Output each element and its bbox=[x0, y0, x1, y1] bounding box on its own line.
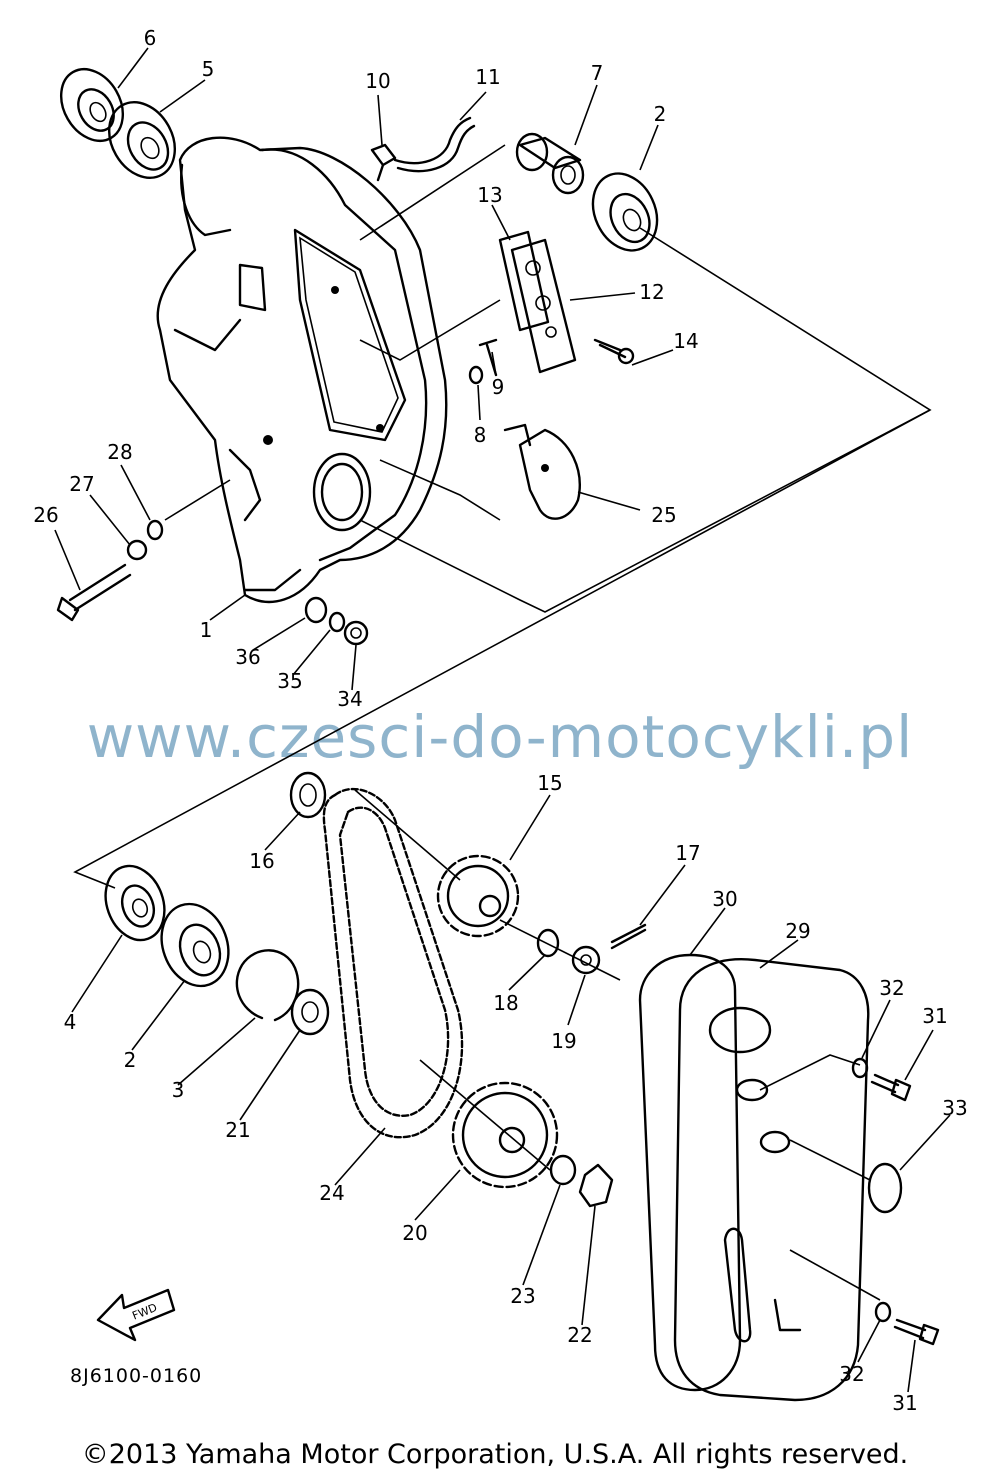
washer-part-28 bbox=[146, 519, 164, 541]
callout-5: 5 bbox=[202, 57, 215, 81]
callout-12: 12 bbox=[639, 280, 664, 304]
callout-1: 1 bbox=[200, 618, 213, 642]
bearing-part-6 bbox=[59, 68, 125, 142]
washer-part-35 bbox=[328, 611, 346, 633]
cotter-pin-part-17 bbox=[610, 923, 647, 950]
collar-part-7 bbox=[515, 132, 585, 195]
washer-part-8 bbox=[468, 365, 484, 385]
callout-13: 13 bbox=[477, 183, 502, 207]
washer-part-32-lower bbox=[874, 1301, 892, 1323]
hose-part-11 bbox=[393, 116, 476, 173]
callout-3: 3 bbox=[172, 1078, 185, 1102]
callout-35: 35 bbox=[277, 669, 302, 693]
copyright-notice: ©2013 Yamaha Motor Corporation, U.S.A. A… bbox=[82, 1439, 909, 1470]
callout-6: 6 bbox=[144, 26, 157, 50]
nut-part-19 bbox=[571, 945, 601, 975]
bearing-part-2-upper bbox=[591, 172, 659, 252]
callout-2-lower: 2 bbox=[124, 1048, 137, 1072]
callout-10: 10 bbox=[365, 69, 390, 93]
bearing-part-2-lower bbox=[160, 902, 230, 988]
callout-17: 17 bbox=[675, 841, 700, 865]
callout-7: 7 bbox=[591, 61, 604, 85]
plate-part-13 bbox=[498, 230, 550, 332]
assembly-lines-lower bbox=[73, 409, 931, 1301]
callout-21: 21 bbox=[225, 1118, 250, 1142]
bolt-part-26 bbox=[56, 563, 132, 622]
leader-lines bbox=[54, 47, 951, 1393]
washer-part-32-upper bbox=[851, 1057, 869, 1079]
callout-2-upper: 2 bbox=[654, 102, 667, 126]
bearing-part-4 bbox=[104, 864, 166, 942]
cap-part-33 bbox=[867, 1162, 903, 1214]
callout-19: 19 bbox=[551, 1029, 576, 1053]
collar-part-16 bbox=[289, 771, 327, 819]
bolt-part-31-lower bbox=[893, 1318, 940, 1346]
callout-32-upper: 32 bbox=[879, 976, 904, 1000]
callout-33: 33 bbox=[942, 1096, 967, 1120]
nut-part-27 bbox=[126, 539, 148, 561]
callout-27: 27 bbox=[69, 472, 94, 496]
callout-32-lower: 32 bbox=[839, 1362, 864, 1386]
callout-28: 28 bbox=[107, 440, 132, 464]
callout-25: 25 bbox=[651, 503, 676, 527]
gasket-part-30 bbox=[638, 953, 742, 1392]
sprocket-part-15 bbox=[436, 854, 520, 938]
washer-part-36 bbox=[304, 596, 328, 624]
nut-part-34 bbox=[343, 620, 369, 646]
drawing-code: 8J6100-0160 bbox=[70, 1365, 202, 1387]
callout-11: 11 bbox=[475, 65, 500, 89]
collar-part-21 bbox=[290, 988, 330, 1036]
callout-8: 8 bbox=[474, 423, 487, 447]
sprocket-part-20 bbox=[451, 1081, 559, 1189]
nut-part-22 bbox=[578, 1163, 614, 1208]
washer-part-23 bbox=[549, 1154, 577, 1186]
callout-15: 15 bbox=[537, 771, 562, 795]
callout-24: 24 bbox=[319, 1181, 344, 1205]
callout-30: 30 bbox=[712, 887, 737, 911]
cover-part-29 bbox=[673, 958, 870, 1402]
forward-direction-icon: FWD bbox=[96, 1288, 176, 1342]
callout-14: 14 bbox=[673, 329, 698, 353]
callout-36: 36 bbox=[235, 645, 260, 669]
callout-31-upper: 31 bbox=[922, 1004, 947, 1028]
callout-34: 34 bbox=[337, 687, 362, 711]
guide-part-25 bbox=[503, 423, 581, 520]
callout-29: 29 bbox=[785, 919, 810, 943]
callout-26: 26 bbox=[33, 503, 58, 527]
callout-22: 22 bbox=[567, 1323, 592, 1347]
plate-part-12 bbox=[510, 238, 577, 374]
watermark-text: www.czesci-do-motocykli.pl bbox=[87, 703, 914, 771]
circlip-part-3 bbox=[235, 949, 300, 1022]
callout-31-lower: 31 bbox=[892, 1391, 917, 1415]
callout-16: 16 bbox=[249, 849, 274, 873]
nipple-part-10 bbox=[370, 143, 397, 182]
drive-chain-part-24 bbox=[322, 787, 464, 1139]
chain-case-housing-part-1 bbox=[156, 136, 448, 604]
callout-labels: 6 5 10 11 7 2 13 12 14 9 8 25 28 27 26 1… bbox=[33, 26, 967, 1415]
washer-part-18 bbox=[536, 928, 560, 958]
callout-20: 20 bbox=[402, 1221, 427, 1245]
callout-4: 4 bbox=[64, 1010, 77, 1034]
bolt-part-31-upper bbox=[870, 1073, 912, 1102]
bearing-part-5 bbox=[108, 101, 176, 179]
callout-9: 9 bbox=[492, 375, 505, 399]
assembly-lines-upper bbox=[164, 144, 932, 613]
bolt-part-14 bbox=[593, 338, 635, 365]
callout-23: 23 bbox=[510, 1284, 535, 1308]
callout-18: 18 bbox=[493, 991, 518, 1015]
